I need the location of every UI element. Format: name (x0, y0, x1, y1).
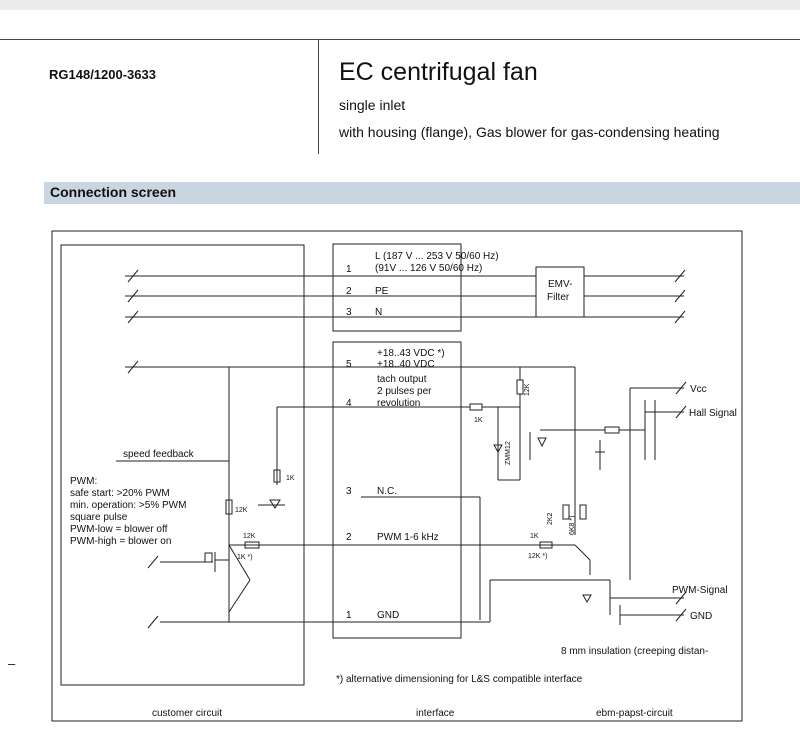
product-title: EC centrifugal fan (339, 58, 538, 86)
n-label: N (375, 307, 382, 318)
pwm-note-6: PWM-high = blower on (70, 536, 171, 547)
resistor-1k-b: 1K (474, 417, 483, 424)
pwm-note-4: square pulse (70, 512, 128, 523)
interface-label: interface (416, 708, 455, 719)
emv-label-1: EMV- (548, 279, 572, 290)
pin-3-label: 3 (346, 307, 352, 318)
resistor-1k-star: 1K *) (237, 554, 253, 561)
section-bar (44, 182, 800, 204)
resistor-12k-a: 12K (235, 507, 248, 514)
pwm-note-2: safe start: >20% PWM (70, 488, 170, 499)
resistor-2k2: 2K2 (547, 512, 554, 525)
section-title: Connection screen (50, 184, 177, 200)
header-rule (0, 39, 800, 40)
hall-signal-label: Hall Signal (689, 408, 737, 419)
pwm-note-3: min. operation: >5% PWM (70, 500, 186, 511)
mains-box (332, 243, 462, 332)
resistor-12k-c: 12K (524, 383, 531, 396)
ebm-circuit-label: ebm-papst-circuit (596, 708, 673, 719)
model-number: RG148/1200-3633 (49, 67, 156, 82)
tach-label-2: 2 pulses per (377, 386, 432, 397)
diagram-frame (51, 230, 743, 722)
resistor-1k-c: 1K (530, 533, 539, 540)
pe-label: PE (375, 286, 389, 297)
footnote: *) alternative dimensioning for L&S comp… (336, 674, 583, 685)
pwm-note-1: PWM: (70, 476, 97, 487)
speed-feedback-label: speed feedback (123, 449, 195, 460)
emv-filter-box (535, 266, 585, 318)
vdc-label-1: +18..43 VDC *) (377, 348, 445, 359)
top-bar (0, 0, 800, 10)
nc-label: N.C. (377, 486, 397, 497)
margin-dash: – (8, 656, 16, 671)
pwm-frequency-label: PWM 1-6 kHz (377, 532, 439, 543)
interface-box (332, 341, 462, 639)
resistor-12k-star: 12K *) (528, 553, 547, 560)
pin-5-label: 5 (346, 359, 352, 370)
pwm-signal-label: PWM-Signal (672, 585, 728, 596)
gnd-label: GND (377, 610, 399, 621)
tach-label-1: tach output (377, 374, 427, 385)
header-divider (318, 40, 319, 154)
zener-label: ZMM12 (505, 441, 512, 465)
mains-voltage-2: (91V ... 126 V 50/60 Hz) (375, 263, 482, 274)
pin-3b-label: 3 (346, 486, 352, 497)
mains-voltage-1: L (187 V ... 253 V 50/60 Hz) (375, 251, 499, 262)
resistor-1k-a: 1K (286, 475, 295, 482)
pwm-note-5: PWM-low = blower off (70, 524, 168, 535)
pin-2-label: 2 (346, 286, 352, 297)
gnd-right-label: GND (690, 611, 712, 622)
vcc-label: Vcc (690, 384, 707, 395)
tach-label-3: revolution (377, 398, 420, 409)
product-subtitle-2: with housing (flange), Gas blower for ga… (339, 124, 720, 140)
resistor-12k-b: 12K (243, 533, 256, 540)
product-subtitle-1: single inlet (339, 97, 406, 113)
emv-label-2: Filter (547, 292, 570, 303)
resistor-6k8: 6K8 *) (569, 516, 576, 535)
pin-1-label: 1 (346, 264, 352, 275)
customer-box (60, 244, 305, 686)
insulation-note: 8 mm insulation (creeping distan- (561, 646, 708, 657)
pin-4-label: 4 (346, 398, 352, 409)
vdc-label-2: +18..40 VDC (377, 359, 435, 370)
customer-circuit-label: customer circuit (152, 708, 222, 719)
pin-2b-label: 2 (346, 532, 352, 543)
pin-1b-label: 1 (346, 610, 352, 621)
